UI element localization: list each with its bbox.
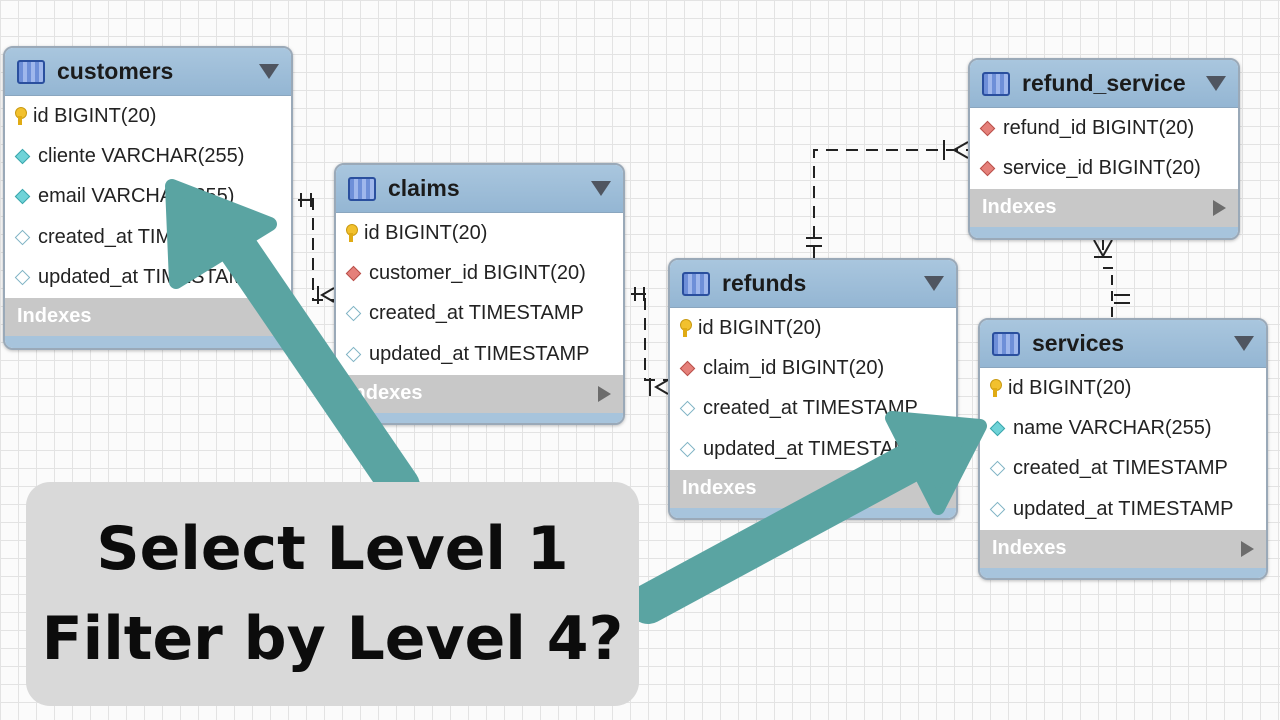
table-refund-service[interactable]: refund_service refund_id BIGINT(20) servi… [968,58,1240,240]
column-row[interactable]: id BIGINT(20) [336,213,623,253]
primary-key-icon [990,379,1002,398]
table-title: services [1032,330,1125,356]
column-list: id BIGINT(20) customer_id BIGINT(20) creat… [336,213,623,375]
column-text: claim_id BIGINT(20) [703,357,885,380]
column-row[interactable]: name VARCHAR(255) [980,408,1266,448]
table-footer [970,226,1238,238]
column-text: refund_id BIGINT(20) [1003,116,1195,139]
table-header[interactable]: customers [5,48,291,96]
table-icon [348,176,376,201]
column-row[interactable]: created_at TIMESTAMP [670,389,956,429]
table-icon [992,331,1020,356]
column-row[interactable]: service_id BIGINT(20) [970,148,1238,188]
column-row[interactable]: created_at TIMESTAMP [980,449,1266,489]
table-footer [5,335,291,348]
column-text: service_id BIGINT(20) [1003,157,1201,180]
column-row[interactable]: updated_at TIMESTAMP [980,489,1266,529]
table-customers[interactable]: customers id BIGINT(20) cliente VARCHAR(2… [3,46,293,350]
claims-refunds-relationship [631,287,669,396]
column-row[interactable]: id BIGINT(20) [670,308,956,348]
indexes-label: Indexes [348,382,423,405]
table-icon [17,59,45,84]
column-text: id BIGINT(20) [33,104,157,127]
customers-claims-relationship [298,193,335,304]
table-icon [682,271,710,296]
indexes-label: Indexes [982,196,1057,219]
column-row[interactable]: updated_at TIMESTAMP [336,334,623,374]
expand-triangle-icon[interactable] [1213,199,1226,216]
column-row[interactable]: id BIGINT(20) [5,96,291,136]
column-text: cliente VARCHAR(255) [38,145,245,168]
column-text: id BIGINT(20) [698,316,822,339]
column-text: created_at TIMESTAMP [703,397,918,420]
column-list: refund_id BIGINT(20) service_id BIGINT(20… [970,108,1238,189]
table-claims[interactable]: claims id BIGINT(20) customer_id BIGINT(2… [334,163,625,425]
column-row[interactable]: created_at TIMESTAMP [336,294,623,334]
column-list: id BIGINT(20)cliente VARCHAR(255)email V… [5,96,291,298]
primary-key-icon [680,319,692,338]
arrow-to-customers-icon [165,179,420,506]
table-header[interactable]: claims [336,165,623,213]
column-row[interactable]: customer_id BIGINT(20) [336,253,623,293]
table-services[interactable]: services id BIGINT(20) name VARCHAR(255) c… [978,318,1268,580]
column-row[interactable]: claim_id BIGINT(20) [670,348,956,388]
services-refund-service-relationship [1093,239,1130,318]
indexes-label: Indexes [17,305,92,328]
table-header[interactable]: services [980,320,1266,368]
column-list: id BIGINT(20) claim_id BIGINT(20) created_… [670,308,956,470]
column-row[interactable]: refund_id BIGINT(20) [970,108,1238,148]
indexes-section[interactable]: Indexes [970,188,1238,227]
column-list: id BIGINT(20) name VARCHAR(255) created_at… [980,368,1266,530]
question-callout: Select Level 1 Filter by Level 4? [26,482,639,706]
column-text: name VARCHAR(255) [1013,417,1212,440]
collapse-triangle-icon[interactable] [1206,76,1226,91]
column-text: created_at TIMESTAMP [1013,457,1228,480]
table-header[interactable]: refunds [670,260,956,308]
arrow-to-services-icon [628,411,987,624]
indexes-label: Indexes [682,477,757,500]
column-text: updated_at TIMESTAMP [703,437,924,460]
collapse-triangle-icon[interactable] [259,64,279,79]
table-title: refunds [722,270,807,296]
indexes-section[interactable]: Indexes [980,529,1266,568]
primary-key-icon [15,107,27,126]
indexes-section[interactable]: Indexes [336,374,623,413]
column-text: id BIGINT(20) [1008,376,1132,399]
callout-line-1: Select Level 1 [96,514,569,584]
column-text: id BIGINT(20) [364,221,488,244]
column-text: created_at TIMESTAMP [369,302,584,325]
table-title: customers [57,58,174,84]
column-row[interactable]: cliente VARCHAR(255) [5,136,291,176]
refunds-refund-service-relationship [806,140,969,258]
expand-triangle-icon[interactable] [1241,540,1254,557]
indexes-section[interactable]: Indexes [5,297,291,336]
table-title: claims [388,175,460,201]
callout-line-2: Filter by Level 4? [41,604,624,674]
collapse-triangle-icon[interactable] [591,181,611,196]
table-title: refund_service [1022,70,1186,96]
expand-triangle-icon[interactable] [598,385,611,402]
table-footer [980,567,1266,578]
table-header[interactable]: refund_service [970,60,1238,108]
primary-key-icon [346,224,358,243]
column-text: customer_id BIGINT(20) [369,262,586,285]
table-footer [336,412,623,423]
collapse-triangle-icon[interactable] [924,276,944,291]
column-row[interactable]: updated_at TIMESTAMP [670,429,956,469]
column-row[interactable]: id BIGINT(20) [980,368,1266,408]
column-text: updated_at TIMESTAMP [1013,497,1234,520]
table-icon [982,71,1010,96]
collapse-triangle-icon[interactable] [1234,336,1254,351]
column-text: updated_at TIMESTAMP [369,342,590,365]
indexes-label: Indexes [992,537,1067,560]
